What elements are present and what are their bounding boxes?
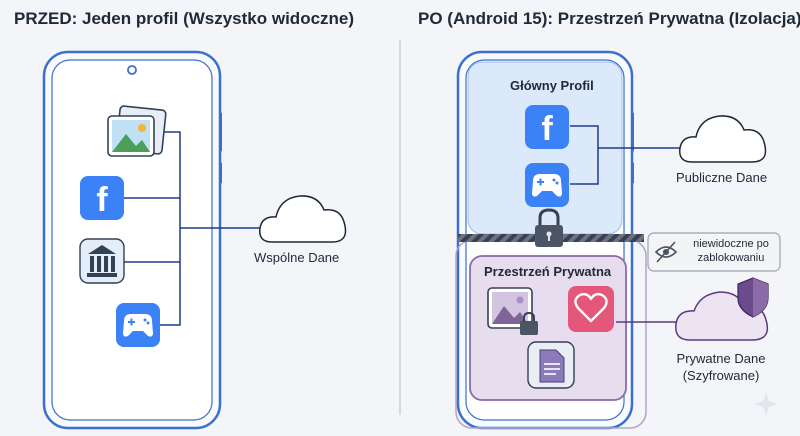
- gallery-icon: [107, 105, 167, 157]
- hidden-badge-line2: zablokowaniu: [697, 252, 765, 264]
- padlock-icon: [535, 208, 563, 247]
- private-space-label: Przestrzeń Prywatna: [484, 264, 612, 279]
- right-title: PO (Android 15): Przestrzeń Prywatna (Iz…: [418, 9, 800, 28]
- left-phone: [42, 50, 222, 430]
- hidden-badge-line1: niewidoczne po: [693, 238, 769, 250]
- left-connectors: [123, 131, 262, 326]
- shared-cloud: [259, 195, 347, 243]
- public-connectors: [570, 125, 682, 185]
- main-profile-label: Główny Profil: [510, 78, 594, 93]
- locked-gallery-icon: [487, 287, 538, 335]
- heart-app-icon: [568, 286, 614, 332]
- bank-icon: [79, 238, 125, 284]
- private-cloud: [675, 291, 769, 341]
- public-cloud: [679, 115, 767, 163]
- sparkle-icon: [754, 392, 778, 416]
- svg-text:f: f: [541, 110, 553, 148]
- hidden-badge-text: niewidoczne po zablokowaniu: [686, 237, 776, 265]
- private-cloud-line1: Prywatne Dane: [676, 351, 766, 366]
- public-cloud-label: Publiczne Dane: [676, 170, 768, 185]
- eye-slash-icon: [654, 241, 678, 263]
- left-title: PRZED: Jeden profil (Wszystko widoczne): [14, 9, 355, 28]
- document-icon: [527, 341, 575, 389]
- gamepad-icon: [116, 303, 160, 347]
- private-cloud-line2: (Szyfrowane): [682, 368, 760, 383]
- private-cloud-label: Prywatne Dane (Szyfrowane): [666, 350, 776, 384]
- main-gamepad-icon: [525, 163, 569, 207]
- main-facebook-icon: f: [525, 105, 569, 149]
- shared-cloud-label: Wspólne Dane: [254, 250, 340, 265]
- svg-text:f: f: [96, 181, 108, 219]
- shield-icon: [737, 277, 769, 318]
- hidden-badge: [647, 232, 781, 272]
- facebook-icon: f: [80, 176, 124, 220]
